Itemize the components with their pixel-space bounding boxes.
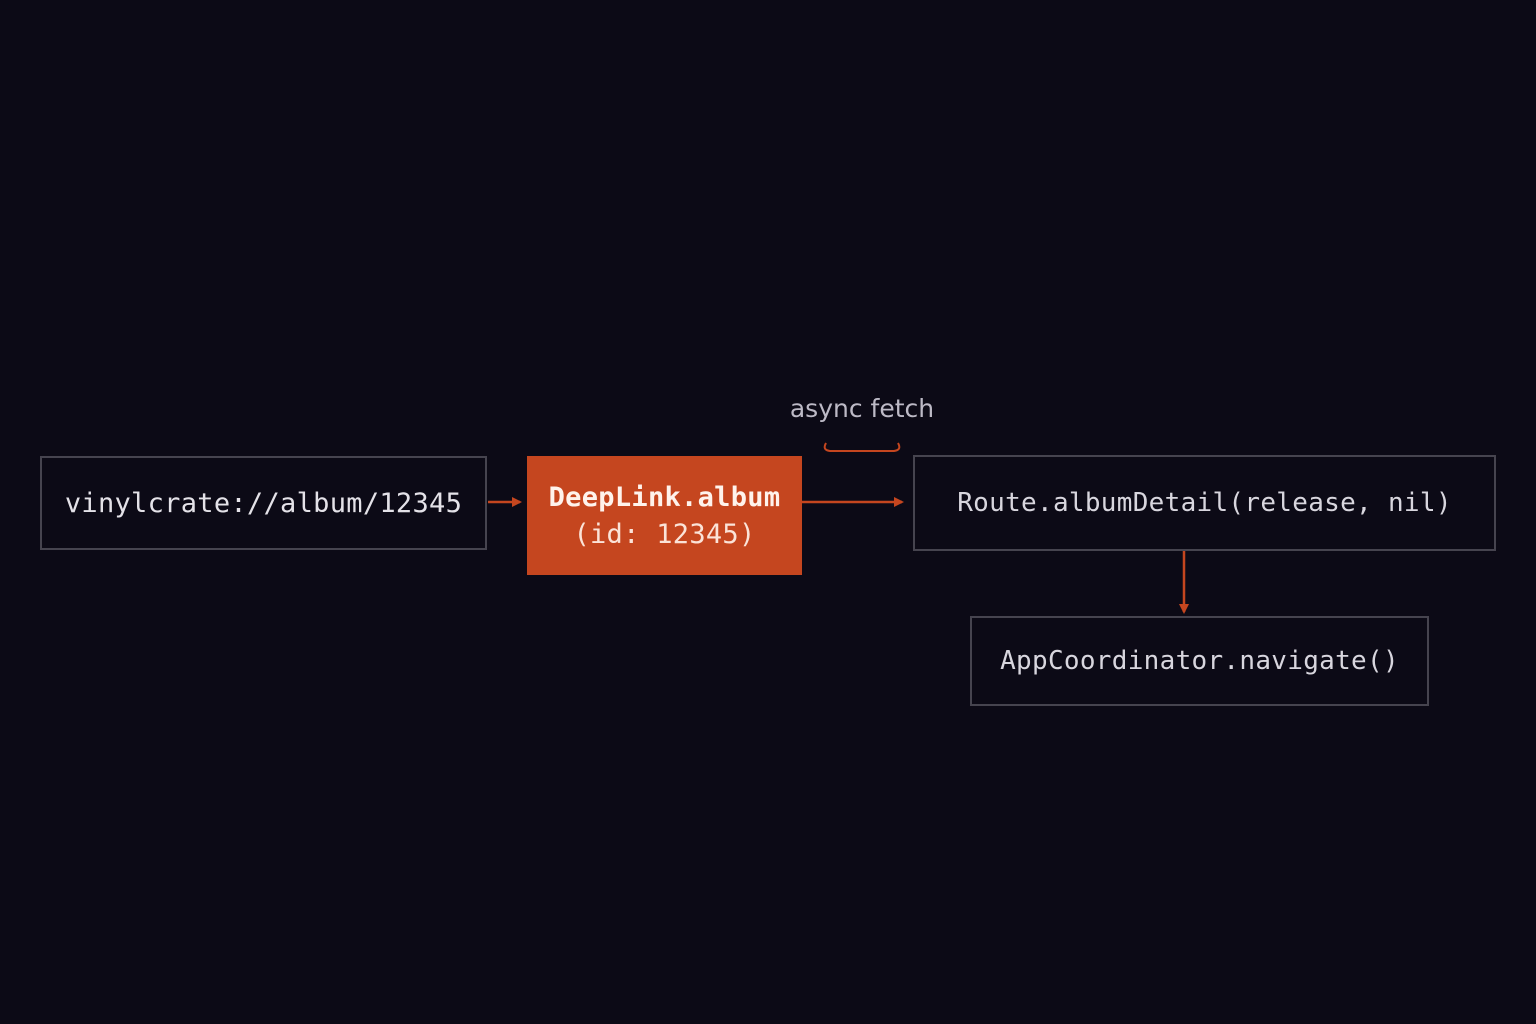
url-node: vinylcrate://album/12345 — [40, 456, 487, 550]
route-node: Route.albumDetail(release, nil) — [913, 455, 1496, 551]
async-fetch-label: async fetch — [789, 394, 935, 423]
coordinator-node: AppCoordinator.navigate() — [970, 616, 1429, 706]
async-fetch-brace — [823, 442, 901, 452]
deeplink-node: DeepLink.album (id: 12345) — [527, 456, 802, 575]
url-node-label: vinylcrate://album/12345 — [64, 487, 463, 519]
deeplink-node-sublabel: (id: 12345) — [573, 518, 756, 550]
route-node-label: Route.albumDetail(release, nil) — [957, 488, 1452, 518]
coordinator-node-label: AppCoordinator.navigate() — [1000, 646, 1399, 676]
deeplink-node-label: DeepLink.album — [548, 481, 781, 513]
